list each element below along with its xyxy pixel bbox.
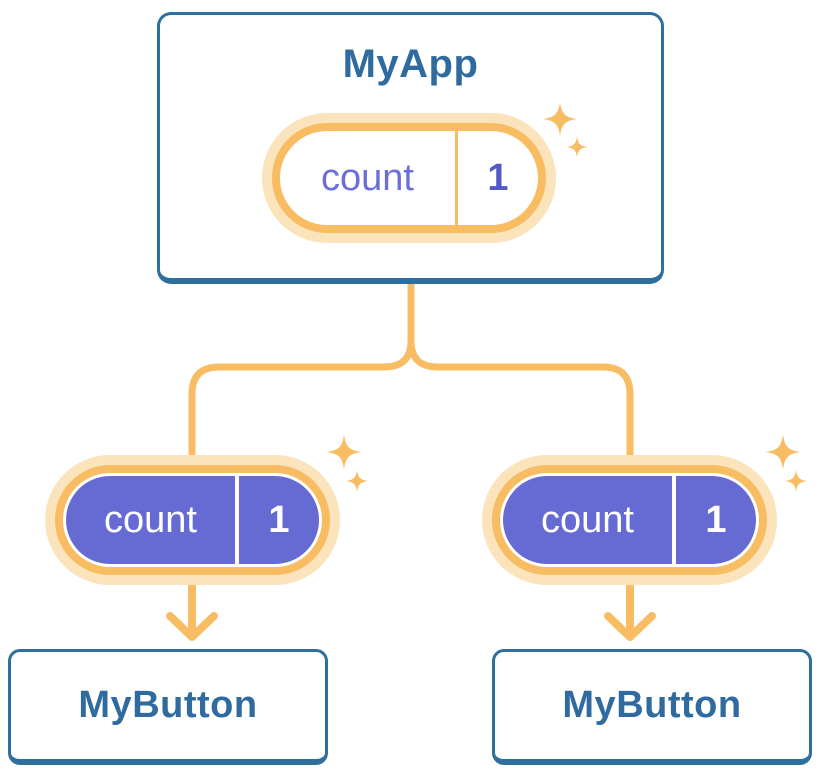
myapp-title: MyApp [342,42,479,86]
right-state-pill-core: count 1 [503,476,756,564]
sparkle-icon [326,434,362,470]
root-state-value: 1 [487,156,509,199]
root-state-pill: count 1 [272,123,546,233]
mybutton-card-right: MyButton [492,649,812,765]
left-state-pill-core: count 1 [66,476,319,564]
mybutton-card-left: MyButton [8,649,328,765]
sparkle-icon [765,434,801,470]
fork-connector-left [188,283,415,470]
pill-divider [672,476,676,564]
myapp-card: MyApp count 1 [157,12,664,284]
pill-divider [235,476,239,564]
right-state-value: 1 [705,498,727,541]
sparkle-icon [785,470,807,492]
root-state-label: count [321,156,414,199]
mybutton-title-right: MyButton [562,684,742,726]
sparkle-icon [346,470,368,492]
pill-divider [455,131,458,225]
mybutton-title-left: MyButton [78,684,258,726]
right-state-pill: count 1 [492,465,767,575]
fork-connector-right [407,283,634,470]
left-state-value: 1 [268,498,290,541]
left-state-label: count [104,498,197,541]
arrow-down-right-icon [604,574,656,641]
right-state-label: count [541,498,634,541]
left-state-pill: count 1 [55,465,330,575]
arrow-down-left-icon [166,574,218,641]
